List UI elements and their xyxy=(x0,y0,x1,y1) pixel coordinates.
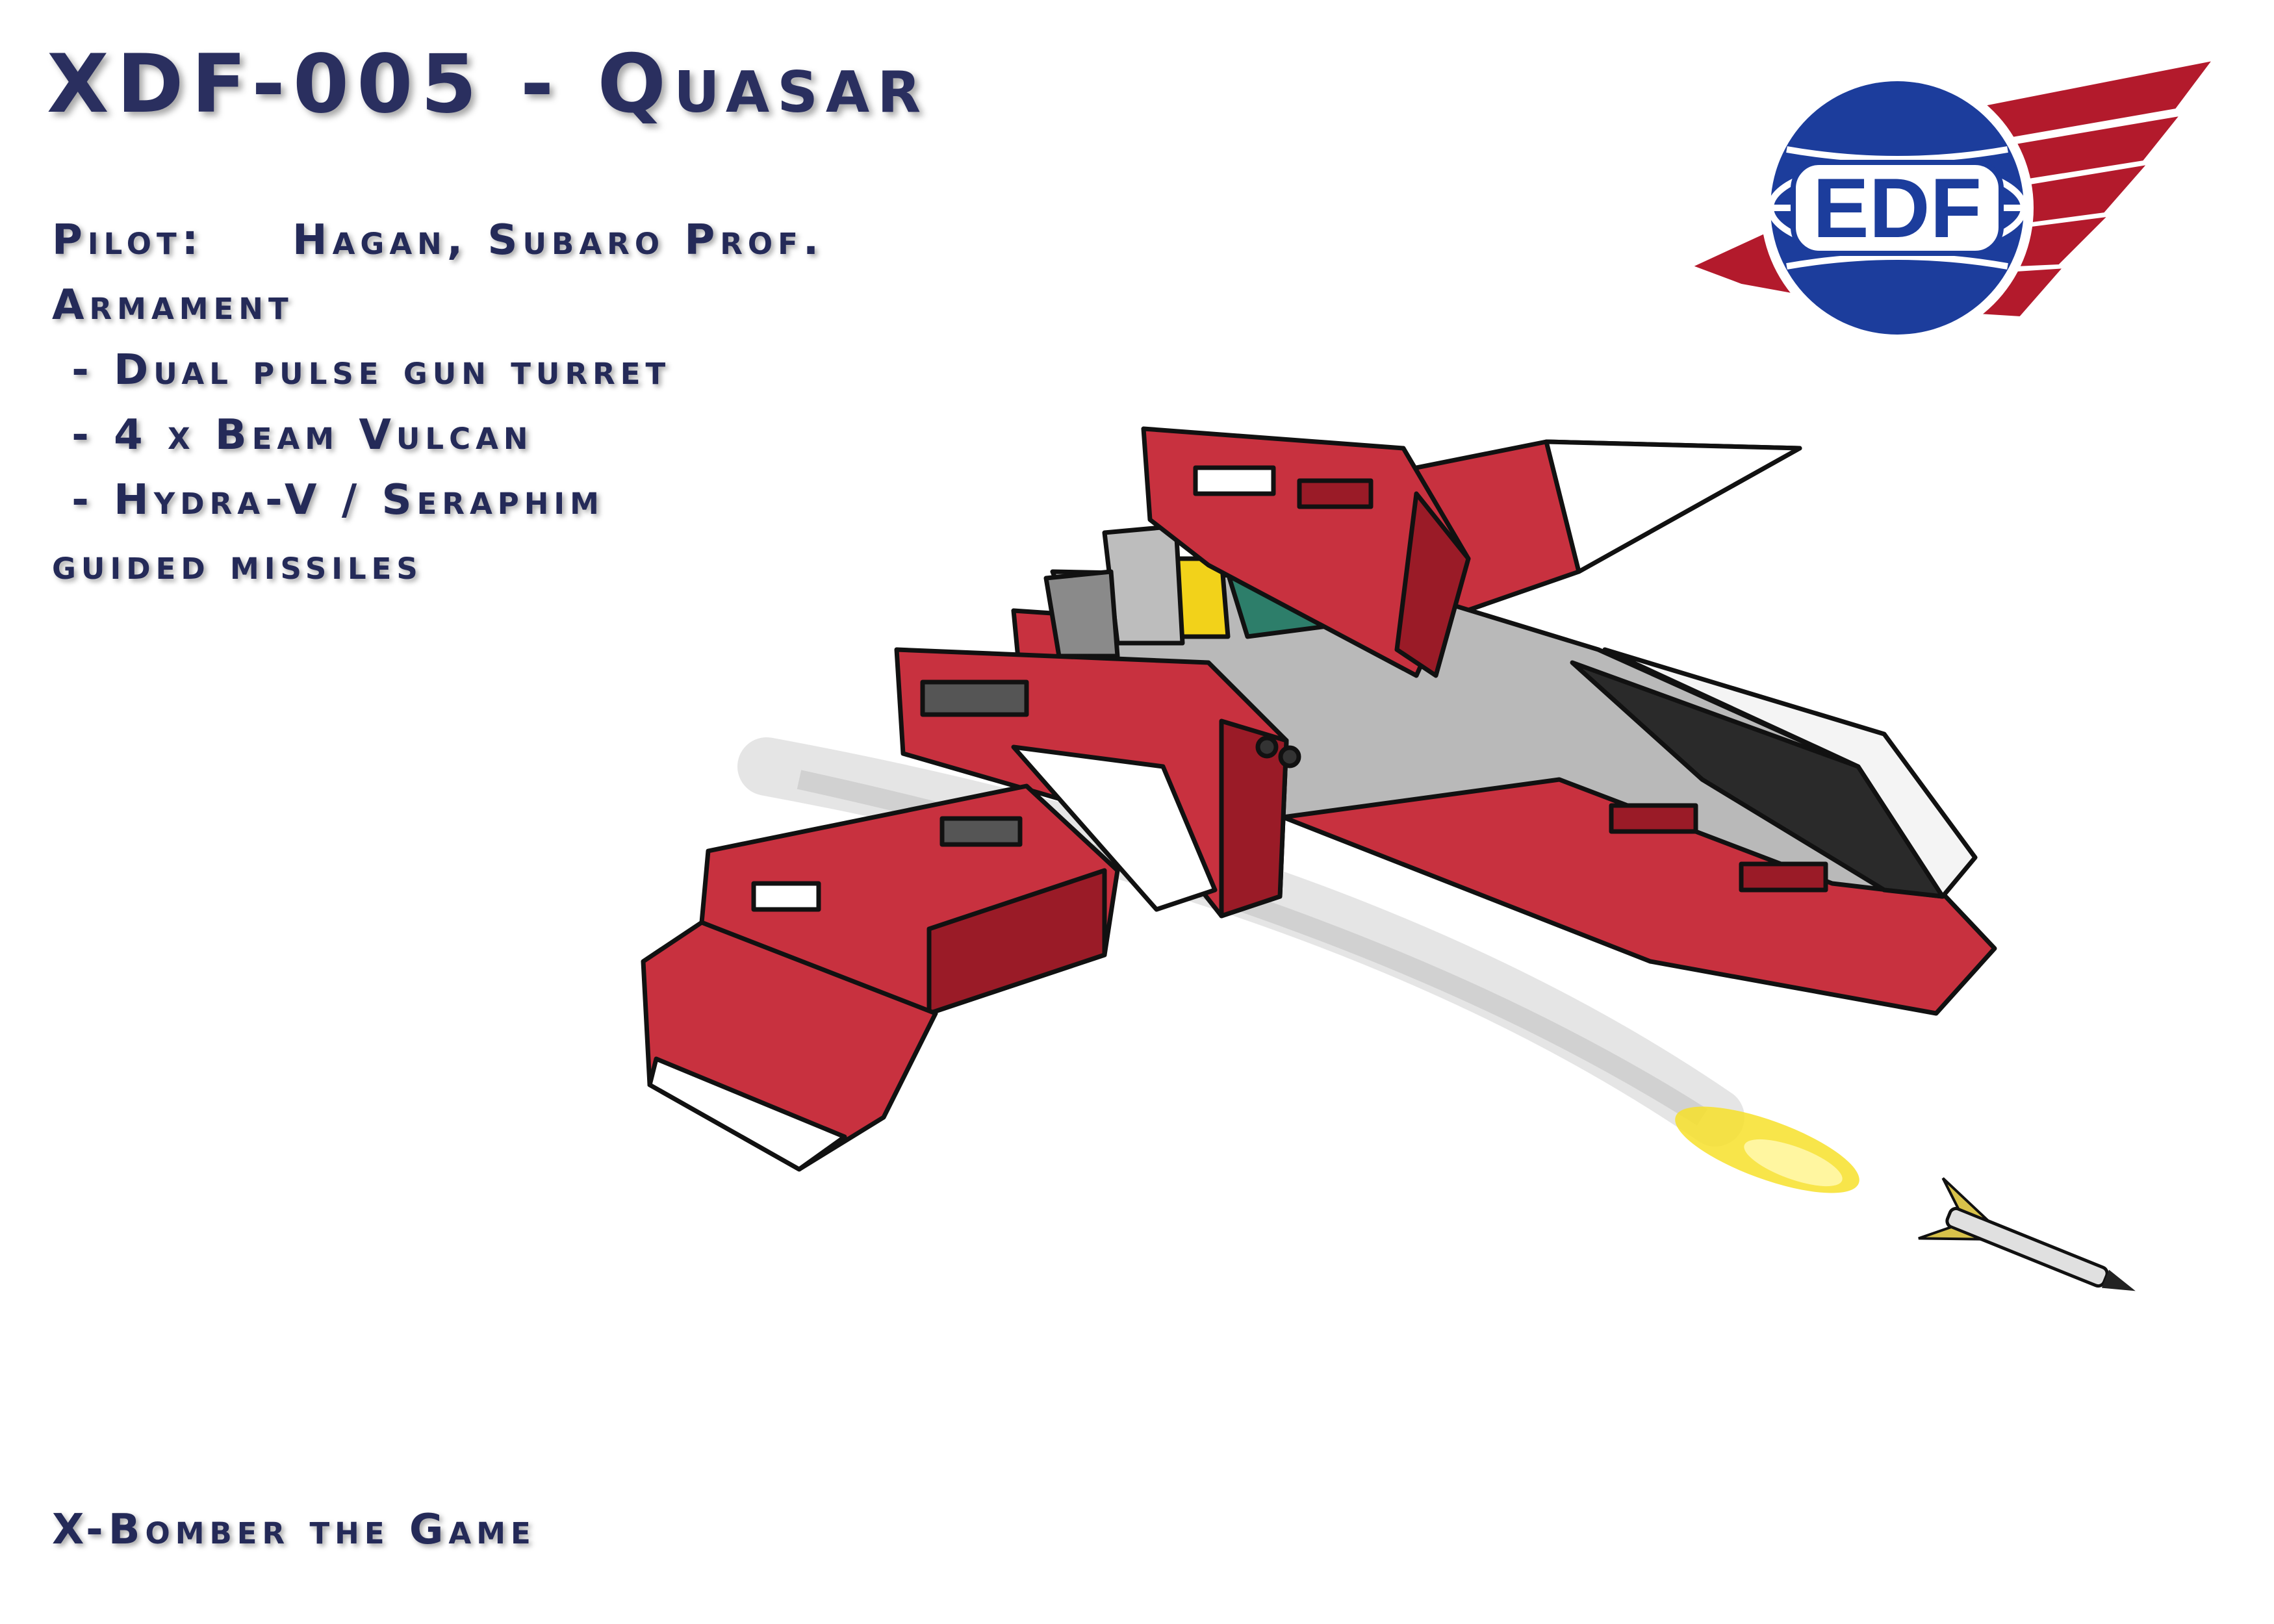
pilot-label: Pilot: xyxy=(52,216,204,264)
spaceship xyxy=(641,426,1997,1172)
spec-sheet: Pilot: Hagan, Subaro Prof. Armament - Dua… xyxy=(52,208,824,598)
armament-item: - Hydra-V / Seraphim xyxy=(52,476,604,524)
page-title: XDF-005 - Quasar xyxy=(47,38,929,131)
missile xyxy=(1918,1177,2136,1291)
pilot-row: Pilot: Hagan, Subaro Prof. xyxy=(52,208,824,273)
pilot-value: Hagan, Subaro Prof. xyxy=(292,216,824,264)
armament-item: - 4 x Beam Vulcan xyxy=(52,411,533,459)
edf-logo: EDF xyxy=(1684,55,2221,344)
footer-caption: X-Bomber the Game xyxy=(52,1506,536,1554)
logo-text: EDF xyxy=(1813,160,1982,255)
armament-item: guided missiles xyxy=(52,541,423,589)
armament-heading: Armament xyxy=(52,281,294,329)
armament-item: - Dual pulse gun turret xyxy=(52,346,671,394)
